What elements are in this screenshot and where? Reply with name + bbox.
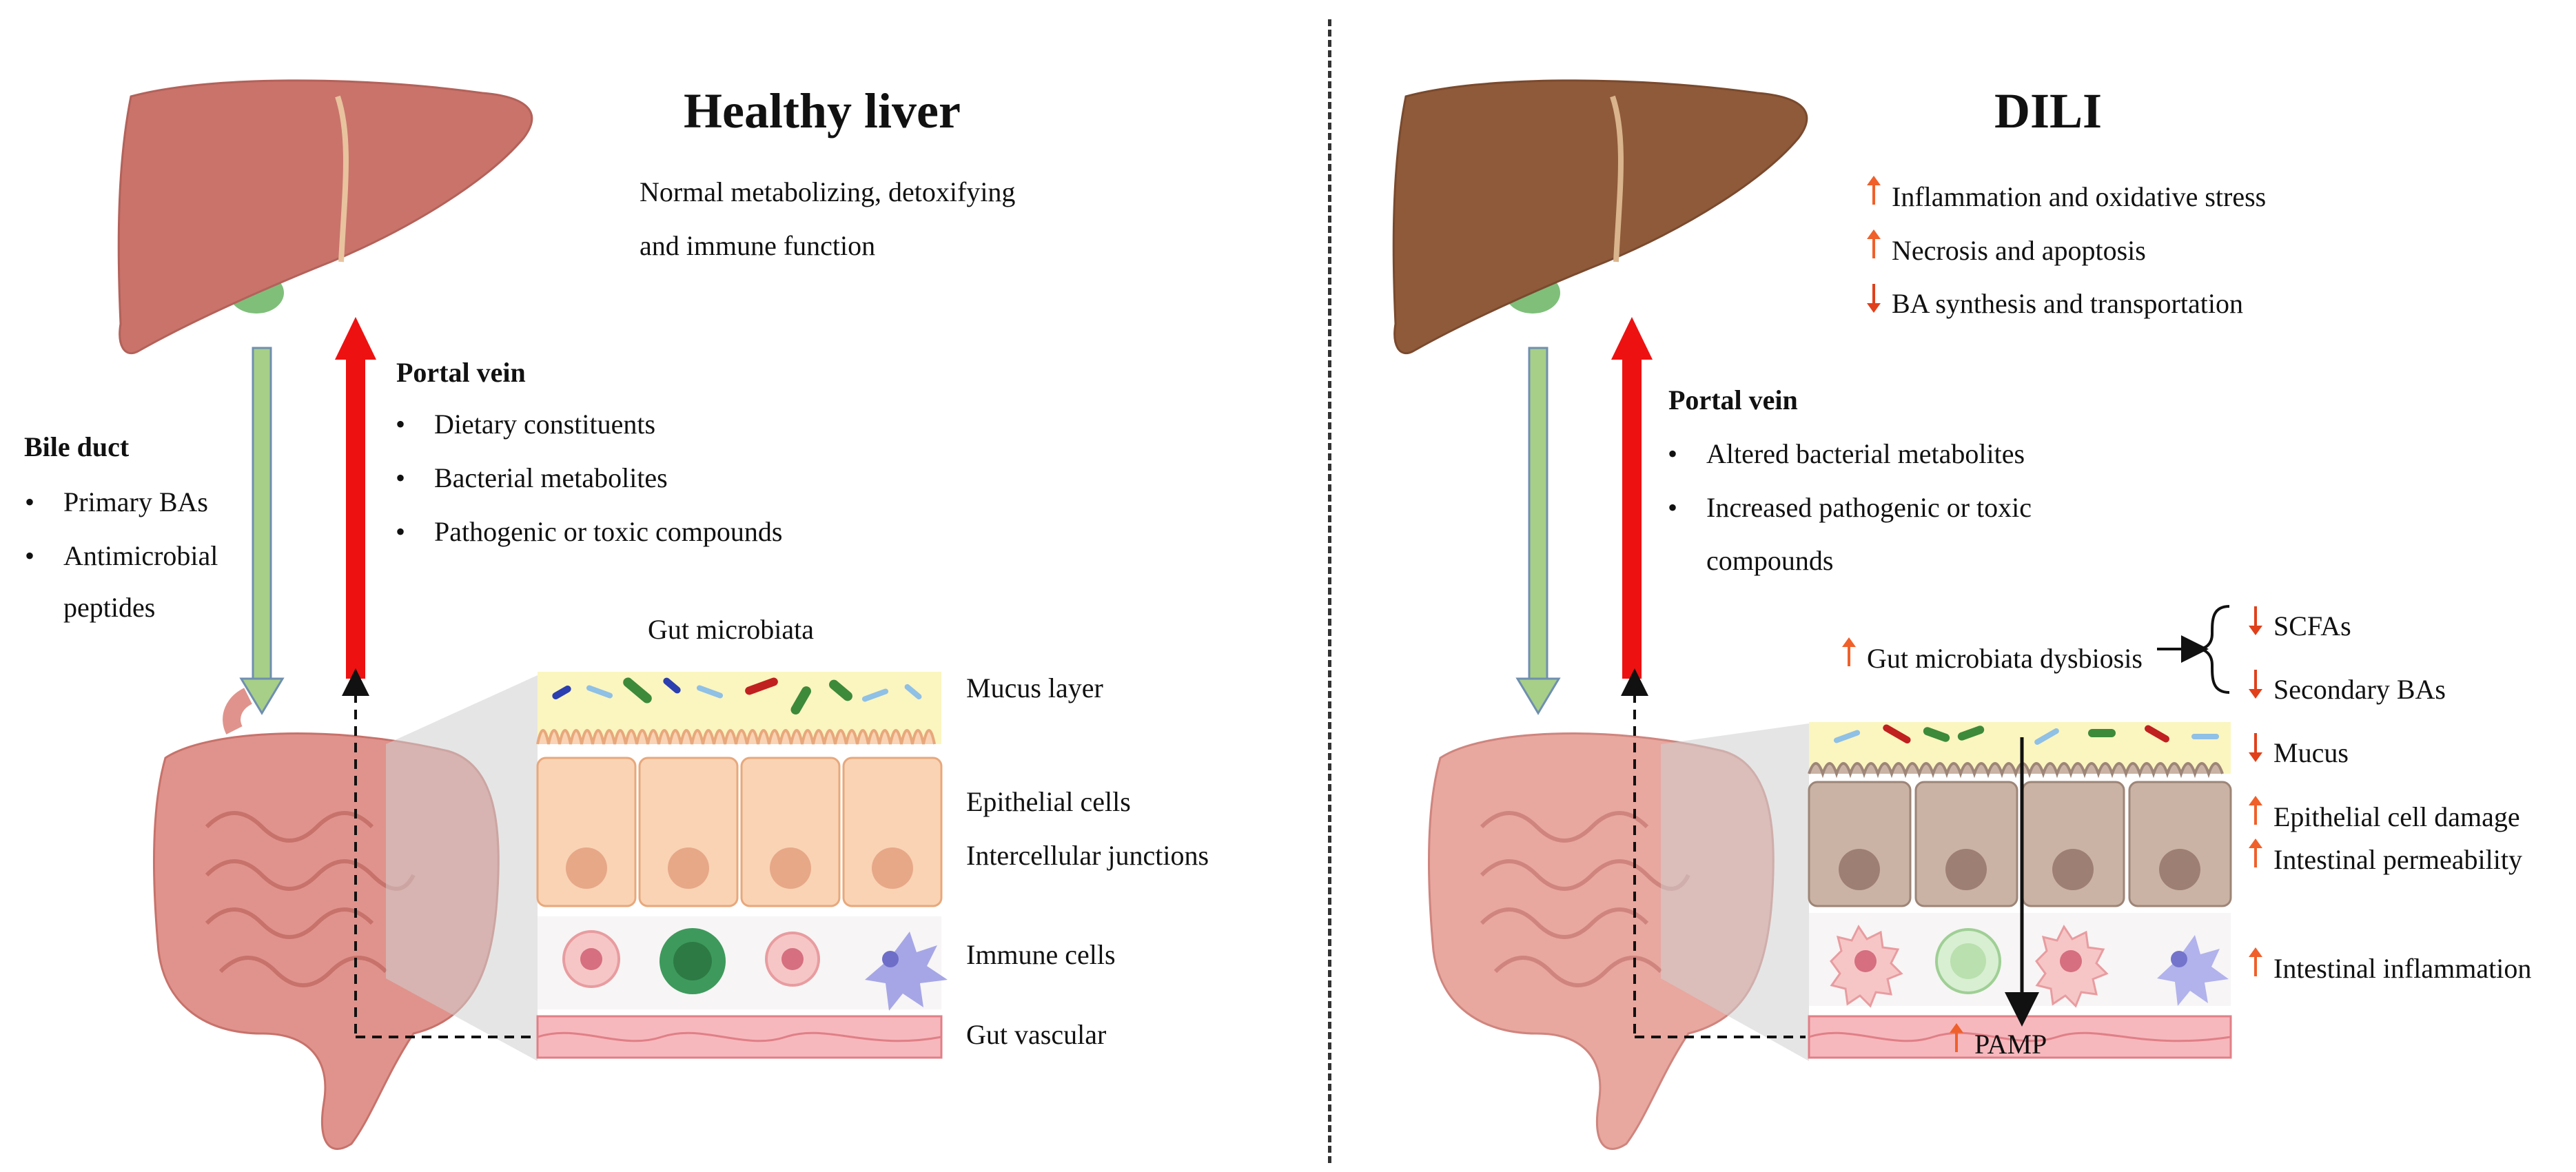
- increase-arrow-icon: [1867, 176, 1881, 205]
- dysbiosis-effect: SCFAs: [2246, 605, 2351, 642]
- increase-arrow-icon: [1842, 637, 1856, 666]
- increase-arrow-icon: [1950, 1023, 1963, 1052]
- decrease-arrow-icon: [2249, 733, 2262, 762]
- dysbiosis-effect-label: SCFAs: [2273, 610, 2351, 641]
- dili-effect-label: BA synthesis and transportation: [1892, 288, 2243, 319]
- dili-portal-vein-heading: Portal vein: [1668, 384, 1798, 415]
- dili-portal-vein-arrow: [1611, 317, 1653, 679]
- portal-vein-heading: Portal vein: [396, 357, 526, 388]
- dili-effect-label: Inflammation and oxidative stress: [1892, 181, 2267, 212]
- gut-microbiata-label: Gut microbiata: [648, 614, 815, 645]
- healthy-panel: Healthy liver Normal metabolizing, detox…: [0, 0, 1288, 1172]
- increase-arrow-icon: [1867, 229, 1881, 258]
- decrease-arrow-icon: [2249, 670, 2262, 699]
- increase-arrow-icon: [2249, 796, 2262, 825]
- pamp-text: PAMP: [1974, 1029, 2047, 1060]
- healthy-description-line2: and immune function: [640, 230, 876, 261]
- portal-vein-item: Pathogenic or toxic compounds: [396, 515, 783, 548]
- dili-effect: Necrosis and apoptosis: [1864, 229, 2146, 267]
- dili-title: DILI: [1994, 83, 2103, 138]
- bile-duct-item-continued: peptides: [63, 592, 156, 623]
- decrease-arrow-icon: [2249, 606, 2262, 635]
- dysbiosis-text: Gut microbiata dysbiosis: [1867, 643, 2143, 674]
- inset-projection: [386, 675, 538, 1061]
- dili-layer-effect-label: Epithelial cell damage: [2273, 801, 2520, 832]
- dili-effect: Inflammation and oxidative stress: [1864, 176, 2266, 213]
- dili-effect-label: Necrosis and apoptosis: [1892, 235, 2146, 266]
- dili-portal-vein-item-continued: compounds: [1706, 545, 1834, 576]
- dili-liver-icon: [1392, 79, 1808, 354]
- layer-label-vascular: Gut vascular: [966, 1019, 1107, 1050]
- portal-vein-item: Dietary constituents: [396, 408, 655, 440]
- dili-layer-effect: Intestinal inflammation: [2246, 947, 2531, 985]
- pamp-label: PAMP: [1947, 1023, 2047, 1060]
- portal-vein-arrow: [335, 317, 376, 679]
- layer-label-immune: Immune cells: [966, 939, 1116, 970]
- dysbiosis-brace: [2198, 605, 2230, 694]
- dili-layer-effect: Intestinal permeability: [2246, 839, 2522, 876]
- dysbiosis-effect: Secondary BAs: [2246, 668, 2446, 706]
- bile-duct-heading: Bile duct: [24, 431, 130, 462]
- layer-label-mucus: Mucus layer: [966, 672, 1103, 703]
- bile-duct-item: Primary BAs: [25, 486, 208, 518]
- dili-portal-vein-item: Increased pathogenic or toxic: [1668, 491, 2032, 524]
- healthy-liver-icon: [117, 79, 533, 354]
- dili-layer-effect: Mucus: [2246, 732, 2349, 769]
- dili-layer-effect: Epithelial cell damage: [2246, 796, 2520, 833]
- decrease-arrow-icon: [1867, 284, 1881, 313]
- dili-effect: BA synthesis and transportation: [1864, 282, 2243, 320]
- dili-inset-projection: [1661, 723, 1809, 1061]
- dili-layer-effect-label: Intestinal permeability: [2273, 844, 2522, 875]
- healthy-description-line1: Normal metabolizing, detoxifying: [640, 176, 1016, 207]
- dili-panel: DILI Inflammation and oxidative stress N…: [1288, 0, 2576, 1172]
- healthy-gut-inset: [536, 672, 948, 1059]
- increase-arrow-icon: [2249, 947, 2262, 976]
- dili-gut-inset: [1808, 722, 2232, 1059]
- dili-layer-effect-label: Intestinal inflammation: [2273, 953, 2532, 984]
- healthy-title: Healthy liver: [684, 83, 961, 138]
- dysbiosis-label: Gut microbiata dysbiosis: [1839, 637, 2143, 675]
- increase-arrow-icon: [2249, 839, 2262, 867]
- layer-label-junctions: Intercellular junctions: [966, 840, 1209, 871]
- bile-duct-item: Antimicrobial: [25, 539, 218, 572]
- dili-bile-duct-arrow: [1515, 347, 1561, 715]
- dili-portal-vein-item: Altered bacterial metabolites: [1668, 438, 2025, 470]
- panel-divider: [1328, 19, 1331, 1163]
- dysbiosis-effect-label: Secondary BAs: [2273, 674, 2446, 705]
- portal-vein-item: Bacterial metabolites: [396, 462, 668, 494]
- dili-layer-effect-label: Mucus: [2273, 737, 2349, 768]
- bile-duct-arrow: [239, 347, 285, 715]
- layer-label-epithelial: Epithelial cells: [966, 786, 1131, 817]
